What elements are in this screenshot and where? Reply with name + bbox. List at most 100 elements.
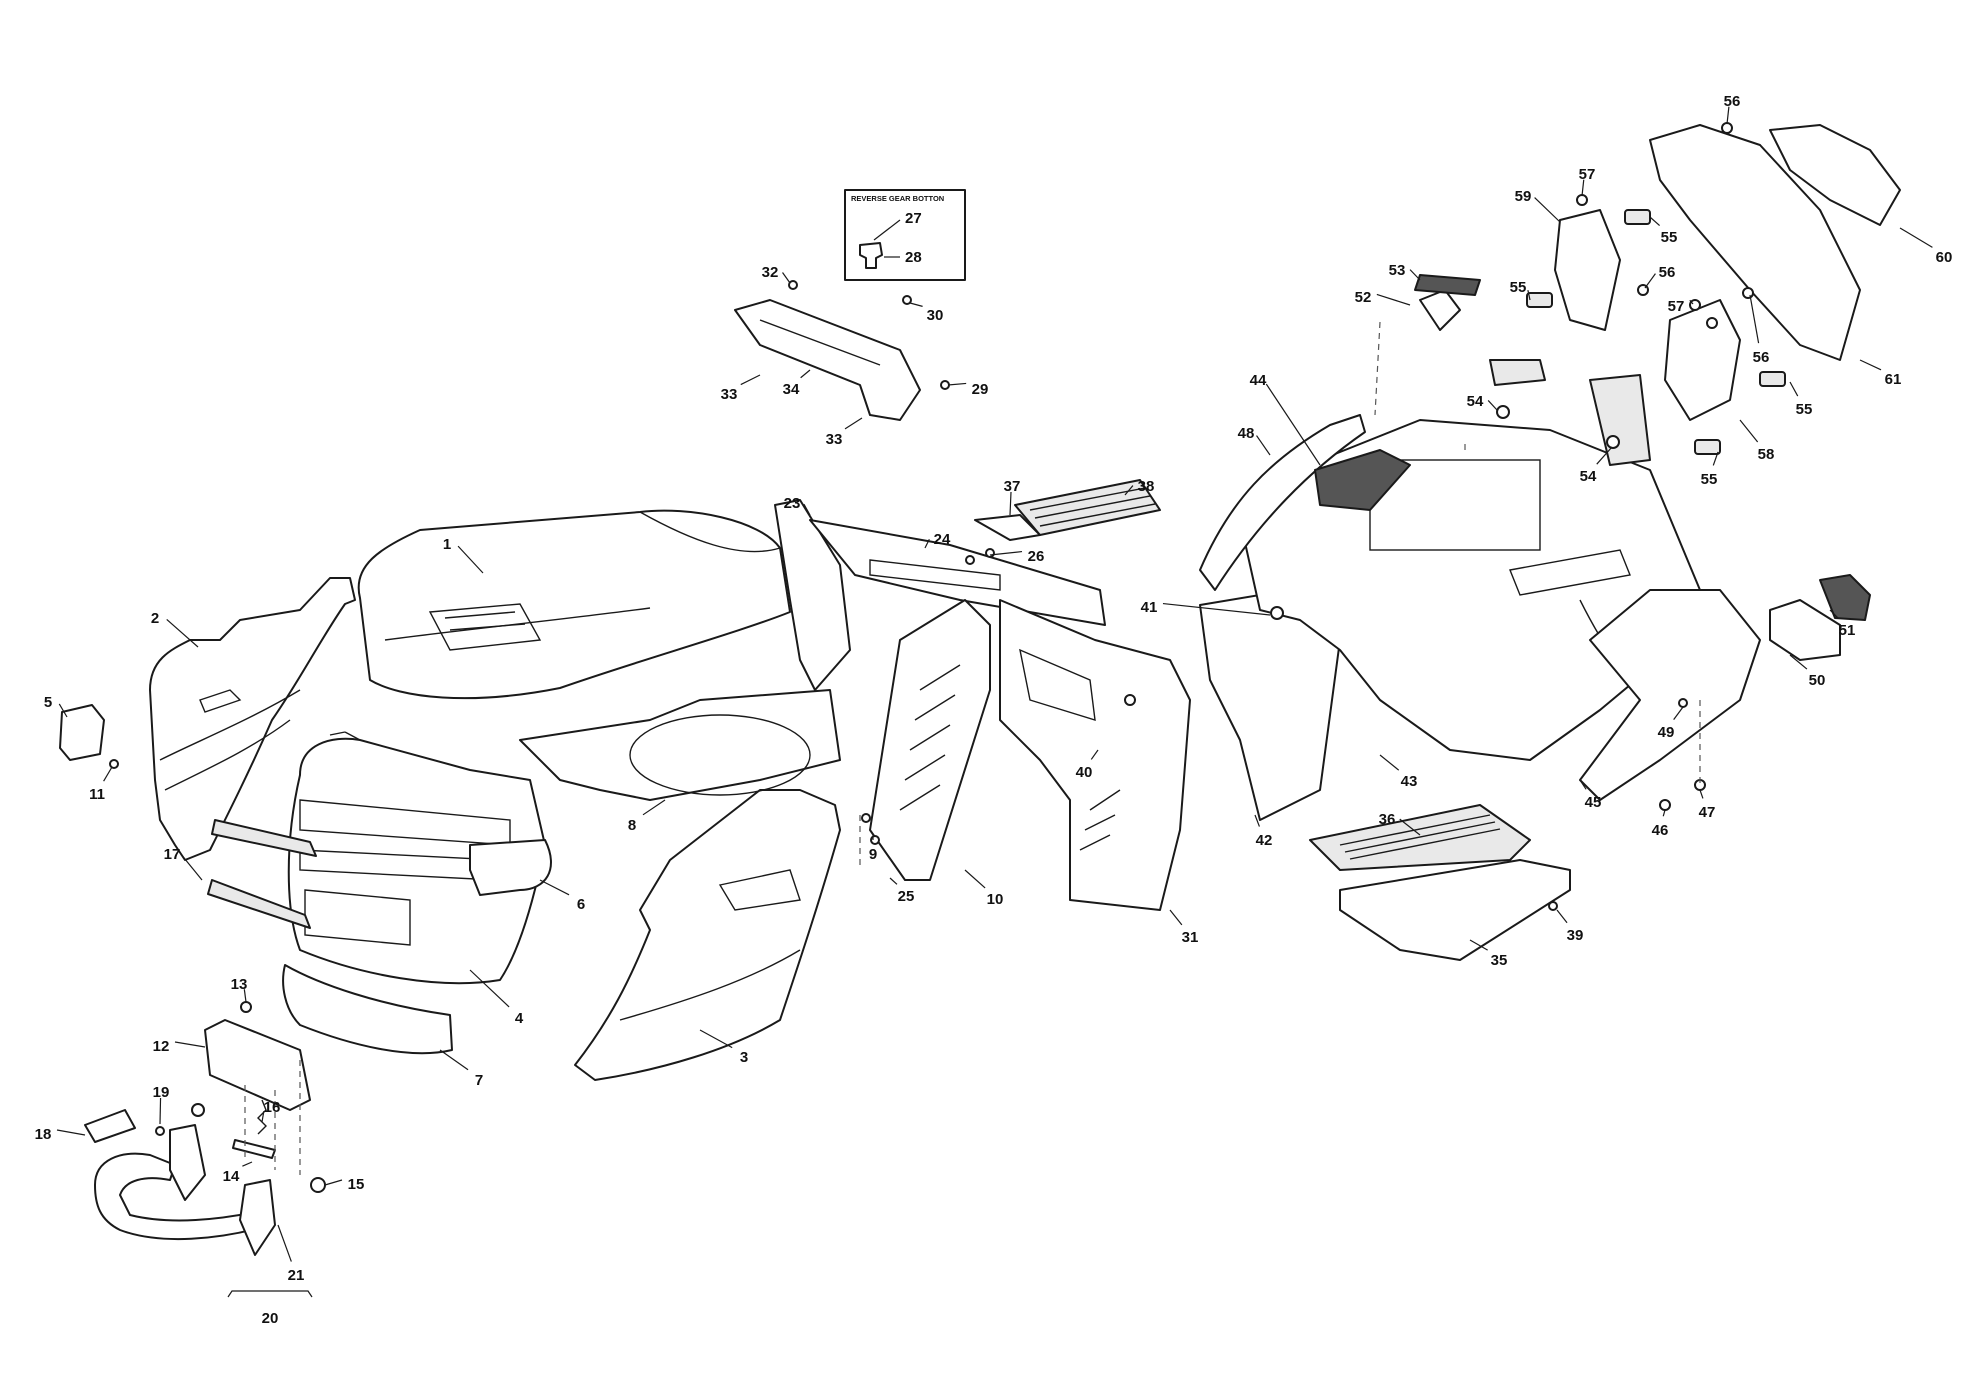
part-damper-left (1489, 359, 1546, 386)
callout: 14 (223, 1161, 253, 1185)
callout: 50 (1789, 654, 1826, 689)
callout-label: 5 (44, 694, 52, 711)
callout-label: 9 (869, 846, 877, 863)
fastener (109, 759, 119, 769)
callout-leader (277, 1224, 292, 1262)
callout-label: 6 (577, 896, 585, 913)
callout-leader (174, 1041, 206, 1048)
callout-label: 28 (905, 249, 922, 266)
callout-label: 27 (905, 210, 922, 227)
callout-label: 57 (1579, 166, 1596, 183)
callout-leader (1579, 779, 1587, 790)
callout: 46 (1652, 809, 1668, 839)
callout: 57 (1668, 298, 1694, 315)
part-bracket-59 (1554, 209, 1621, 331)
callout: 32 (762, 264, 791, 284)
part-seat-plate (1314, 449, 1411, 511)
callout: 54 (1467, 393, 1498, 411)
callout-label: 33 (721, 386, 738, 403)
callout-leader (1534, 197, 1561, 223)
callout: 1 (443, 536, 484, 574)
callout-leader (1789, 381, 1799, 397)
callout-leader (242, 1161, 253, 1167)
inset-title: REVERSE GEAR BOTTON (851, 194, 944, 203)
part-step-mat (1309, 804, 1531, 871)
callout: 29 (947, 381, 989, 398)
callout-leader (243, 989, 247, 1003)
part-bracket-58 (1664, 299, 1741, 421)
callout-label: 61 (1885, 371, 1902, 388)
callout-leader (1527, 289, 1531, 301)
callout: 61 (1859, 359, 1902, 388)
callout-label: 41 (1141, 599, 1158, 616)
callout: 41 (1141, 599, 1271, 616)
callout-leader (1689, 299, 1694, 305)
callout-leader (1090, 749, 1099, 760)
fastener (1742, 287, 1754, 299)
part-front-spoiler (282, 964, 453, 1055)
callout-leader (947, 382, 967, 386)
callout-leader (1859, 359, 1882, 371)
callout: 35 (1469, 939, 1507, 969)
part-top-console (734, 299, 921, 421)
callout: 37 (1004, 478, 1020, 516)
part-pad (1759, 371, 1786, 387)
callout-leader (909, 302, 923, 307)
callout: 30 (909, 302, 943, 324)
callout-label: 18 (35, 1126, 52, 1143)
callout-leader (1487, 400, 1498, 411)
callout: 26 (989, 548, 1044, 565)
callout-leader (324, 1179, 343, 1186)
callout-label: 31 (1182, 929, 1199, 946)
callout-leader (1409, 269, 1421, 281)
callout-label: 10 (987, 891, 1004, 908)
callout-leader (1556, 909, 1568, 924)
part-hood (357, 509, 791, 700)
callout-leader (56, 1129, 86, 1136)
callout-label: 20 (262, 1310, 279, 1327)
fastener (155, 1126, 165, 1136)
callout-leader (539, 879, 570, 896)
part-hitch-plate (84, 1109, 136, 1143)
callout-leader (740, 374, 761, 386)
callout-label: 29 (972, 381, 989, 398)
callout-label: 12 (153, 1038, 170, 1055)
fastener (940, 380, 950, 390)
fastener (1706, 317, 1718, 329)
callout: 8 (628, 799, 666, 834)
assembly-lines (244, 321, 1701, 1175)
callout-label: 38 (1138, 478, 1155, 495)
callout-leader (1649, 216, 1661, 227)
callout-leader (1581, 179, 1585, 197)
callout-leader (699, 1029, 733, 1049)
callout-label: 57 (1668, 298, 1685, 315)
callout-label: 60 (1936, 249, 1953, 266)
callout-label: 52 (1355, 289, 1372, 306)
callout-label: 21 (288, 1267, 305, 1284)
callout-label: 45 (1585, 794, 1602, 811)
callout-label: 1 (443, 536, 451, 553)
part-pin (232, 1139, 276, 1159)
part-front-grille (287, 731, 546, 985)
callout: 33 (721, 374, 761, 403)
callout-label: 11 (89, 786, 105, 803)
callout-label: 55 (1796, 401, 1813, 418)
fastener (240, 1001, 252, 1013)
callout: 55 (1789, 381, 1813, 418)
fastener (788, 280, 798, 290)
fastener (1270, 606, 1284, 620)
callout-label: 50 (1809, 672, 1826, 689)
fastener (1721, 122, 1733, 134)
callout-label: 43 (1401, 773, 1418, 790)
fastener (1496, 405, 1510, 419)
callout: 55 (1649, 216, 1677, 246)
callout: 2 (151, 610, 199, 648)
callout: 20 (262, 1310, 279, 1327)
callout: 54 (1580, 446, 1613, 485)
fastener (902, 295, 912, 305)
part-mounting-bracket (204, 1019, 311, 1111)
callout-leader (1789, 654, 1808, 670)
callout: 31 (1169, 909, 1199, 946)
callout-leader (1376, 293, 1411, 306)
